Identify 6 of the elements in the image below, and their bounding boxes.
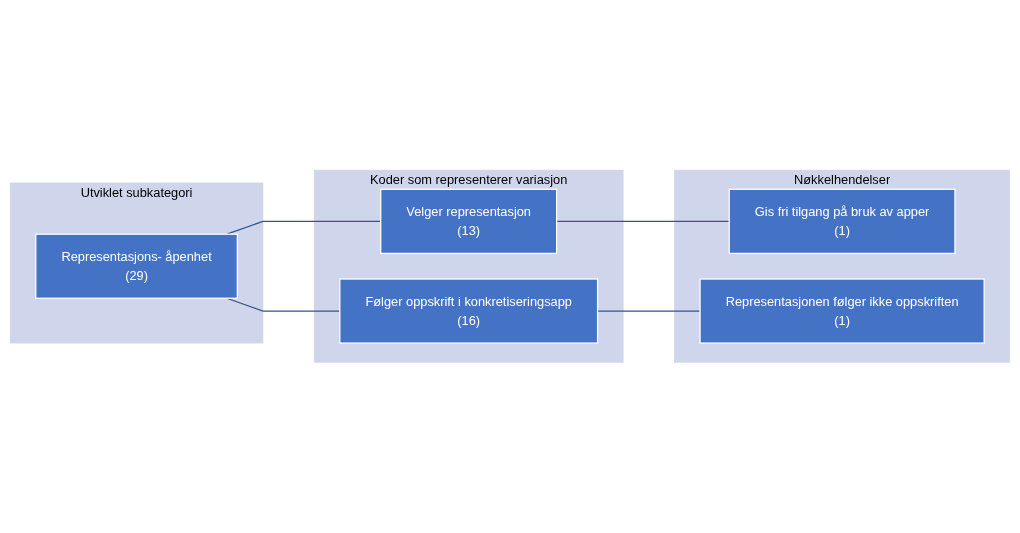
node-box: Velger representasjon (13) [380, 189, 558, 255]
node-box: Representasjons- åpenhet (29) [35, 233, 238, 300]
connector [556, 221, 730, 223]
node-box: Representasjonen følger ikke oppskriften (1) [699, 278, 985, 344]
node-box: Gis fri tilgang på bruk av apper (1) [728, 189, 956, 255]
node-box: Følger oppskrift i konkretiseringsapp (16) [339, 278, 599, 344]
